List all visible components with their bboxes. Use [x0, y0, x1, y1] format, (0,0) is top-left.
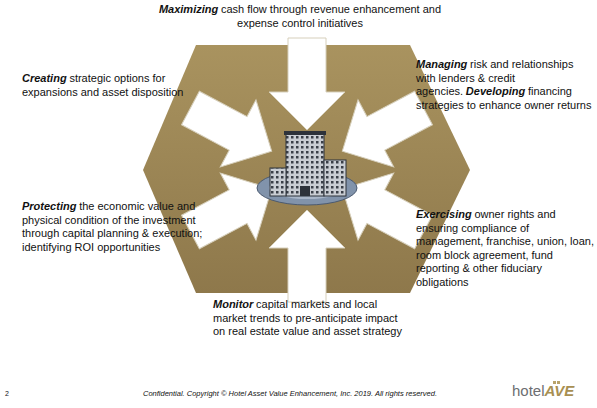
goal-protecting: Protectingthe economic value and physica… [22, 200, 204, 254]
logo-text: AVE [545, 382, 575, 399]
lead-verb: Developing [466, 85, 525, 97]
lead-verb: Maximizing [159, 3, 218, 15]
goal-exercising: Exercisingowner rights and ensuring comp… [416, 208, 594, 290]
goal-text: cash flow through revenue enhancement an… [221, 3, 441, 29]
company-logo: hotelAVE [512, 382, 594, 401]
lead-verb: Exercising [416, 208, 472, 220]
goal-monitor: Monitorcapital markets and local market … [213, 298, 409, 339]
logo-text: hotel [512, 382, 545, 399]
goal-creating: Creatingstrategic options for expansions… [22, 72, 200, 99]
goal-managing: Managingrisk and relationships with lend… [416, 58, 592, 112]
inward-arrows [173, 38, 442, 302]
page-number: 2 [5, 390, 25, 399]
lead-verb: Creating [22, 72, 67, 84]
lead-verb: Monitor [213, 298, 253, 310]
lead-verb: Protecting [22, 200, 76, 212]
hotel-building [257, 131, 357, 205]
goal-maximizing: Maximizingcash flow through revenue enha… [150, 3, 450, 30]
goal-text: 2 [5, 390, 9, 397]
goal-text: Confidential. Copyright © Hotel Asset Va… [143, 389, 437, 398]
lead-verb: Managing [416, 58, 467, 70]
copyright-note: Confidential. Copyright © Hotel Asset Va… [90, 389, 490, 398]
